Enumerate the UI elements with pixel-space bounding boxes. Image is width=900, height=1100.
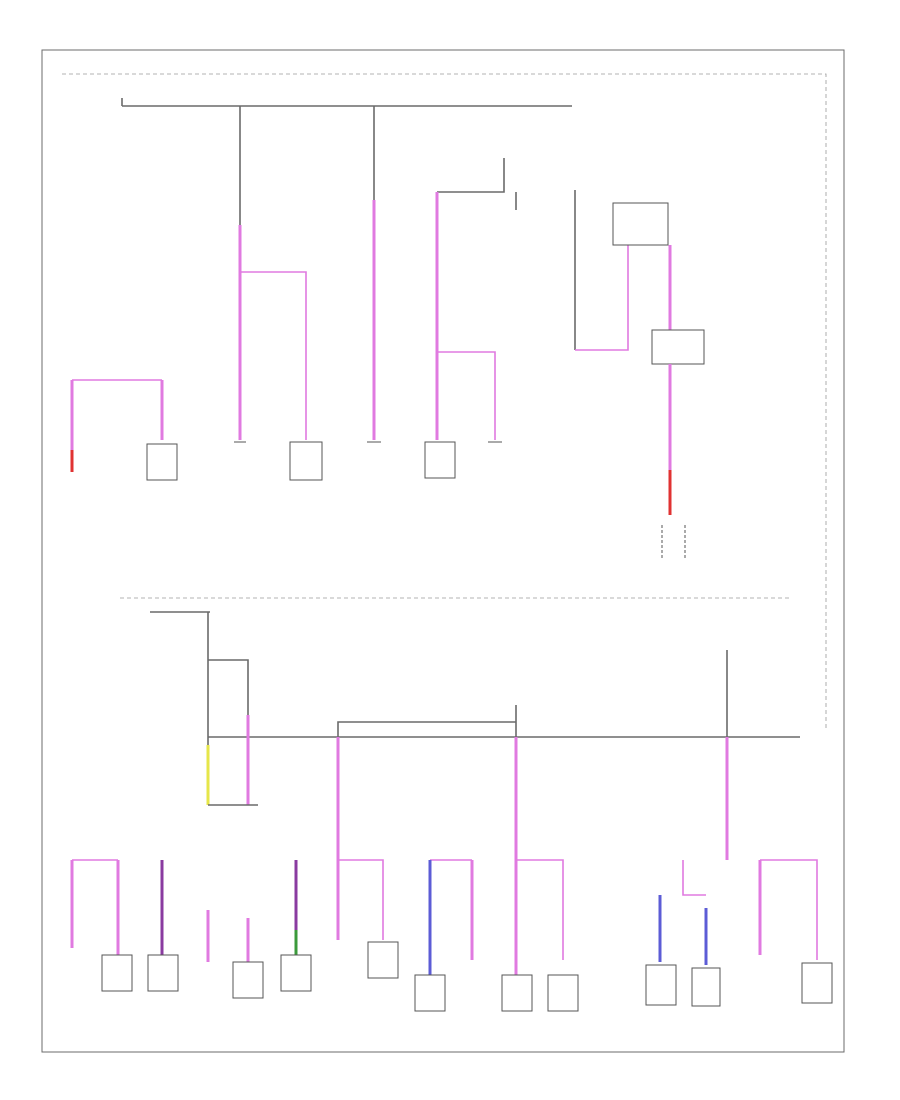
- branch-wire: [240, 271, 307, 440]
- branch-wire: [437, 351, 496, 440]
- branch-wire: [208, 659, 249, 805]
- branch-wire: [760, 859, 818, 960]
- component-box: [289, 441, 323, 481]
- component-box: [414, 974, 446, 1012]
- dashed-boundary: [62, 73, 827, 730]
- component-box: [547, 974, 579, 1012]
- branch-wire: [437, 158, 505, 193]
- component-box: [691, 967, 721, 1007]
- branch-wire: [337, 721, 516, 737]
- module-box: [612, 202, 669, 246]
- component-box: [801, 962, 833, 1004]
- component-box: [232, 961, 264, 999]
- branch-wire: [682, 860, 706, 896]
- component-box: [501, 974, 533, 1012]
- branch-wire: [338, 859, 384, 940]
- component-box: [101, 954, 133, 992]
- component-box: [424, 441, 456, 479]
- branch-wire: [516, 859, 564, 960]
- component-box: [280, 954, 312, 992]
- component-box: [645, 964, 677, 1006]
- branch-wire: [575, 245, 629, 351]
- component-box: [147, 954, 179, 992]
- component-box: [146, 443, 178, 481]
- diagram-border: [41, 49, 845, 1053]
- component-box: [367, 941, 399, 979]
- module-box: [651, 329, 705, 365]
